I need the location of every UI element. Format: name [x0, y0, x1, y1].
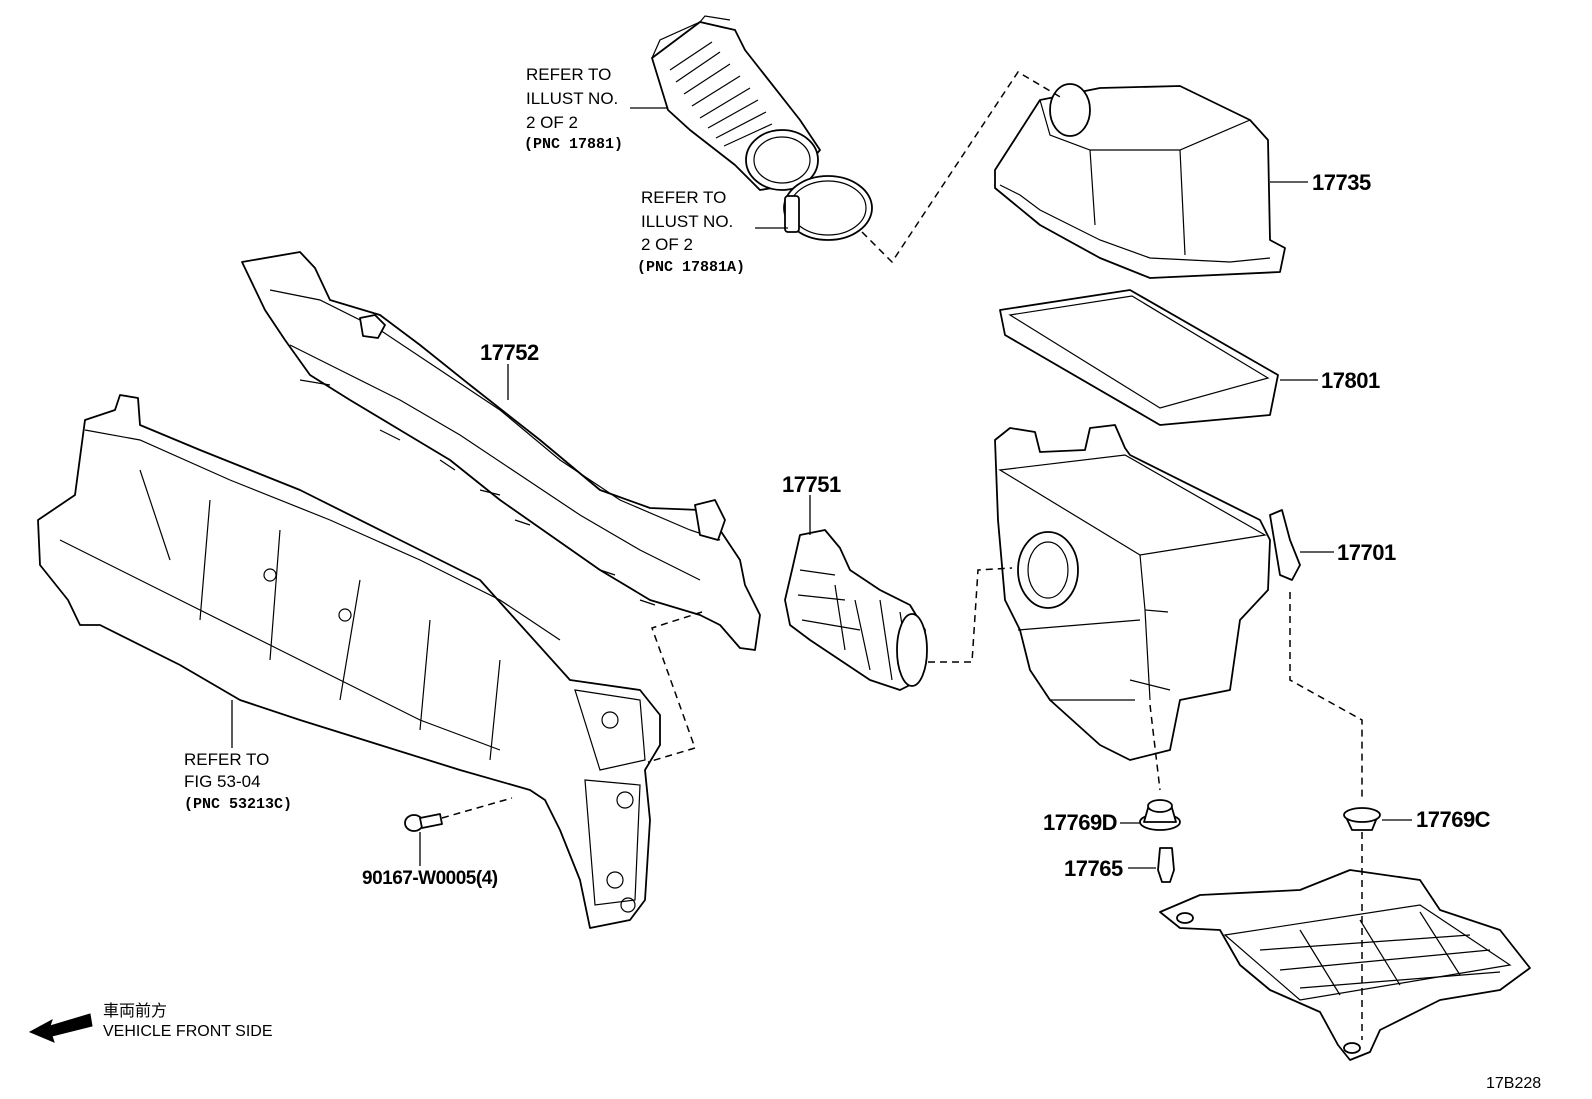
air-inlet-duct[interactable] [784, 529, 928, 691]
refer-hose-line-1: REFER TO [526, 65, 611, 84]
refer-fig-line-1: REFER TO [184, 750, 269, 769]
dash-duct-to-support [647, 611, 703, 763]
grommet-17769C[interactable] [1343, 807, 1381, 831]
air-cleaner-case[interactable] [994, 424, 1301, 761]
part-number-17752[interactable]: 17752 [480, 340, 539, 365]
part-number-17735[interactable]: 17735 [1312, 170, 1371, 195]
dash-case-to-inlet [928, 567, 1013, 663]
bracket-tray[interactable] [1159, 869, 1531, 1061]
part-number-17765[interactable]: 17765 [1064, 856, 1123, 881]
refer-clamp-line-2: ILLUST NO. [641, 212, 733, 231]
bolt-90167[interactable] [404, 813, 443, 832]
part-number-17751[interactable]: 17751 [782, 472, 841, 497]
dash-case-to-grommet-d [1149, 704, 1161, 791]
air-cleaner-cap[interactable] [994, 83, 1286, 279]
refer-hose-line-3: 2 OF 2 [526, 113, 578, 132]
part-number-17769C[interactable]: 17769C [1416, 807, 1491, 832]
grommet-17769D[interactable] [1139, 799, 1181, 831]
part-number-17801[interactable]: 17801 [1321, 368, 1380, 393]
part-number-90167[interactable]: 90167-W0005(4) [362, 868, 498, 889]
refer-hose-line-2: ILLUST NO. [526, 89, 618, 108]
dash-cap-to-hose [861, 70, 1063, 264]
radiator-support-cover[interactable] [37, 394, 661, 929]
part-number-17701[interactable]: 17701 [1337, 540, 1396, 565]
air-filter-element[interactable] [999, 289, 1279, 426]
refer-clamp-line-4: (PNC 17881A) [637, 259, 745, 276]
part-number-17769D[interactable]: 17769D [1043, 810, 1118, 835]
refer-fig-line-3: (PNC 53213C) [184, 796, 292, 813]
hose-clamp[interactable] [783, 175, 873, 241]
refer-clamp-line-3: 2 OF 2 [641, 235, 693, 254]
front-side-en: VEHICLE FRONT SIDE [103, 1023, 273, 1040]
front-arrow-icon [28, 1013, 93, 1043]
front-side-jp: 車両前方 [103, 1002, 167, 1020]
refer-clamp-line-1: REFER TO [641, 188, 726, 207]
refer-hose-line-4: (PNC 17881) [524, 136, 623, 153]
dash-case-to-grommet-c [1289, 592, 1363, 800]
pin-17765[interactable] [1157, 847, 1175, 883]
refer-fig-line-2: FIG 53-04 [184, 772, 261, 791]
air-intake-hose[interactable] [651, 15, 821, 191]
dash-bolt [441, 797, 513, 819]
drawing-id: 17B228 [1486, 1075, 1541, 1092]
air-duct-upper[interactable] [241, 251, 761, 651]
